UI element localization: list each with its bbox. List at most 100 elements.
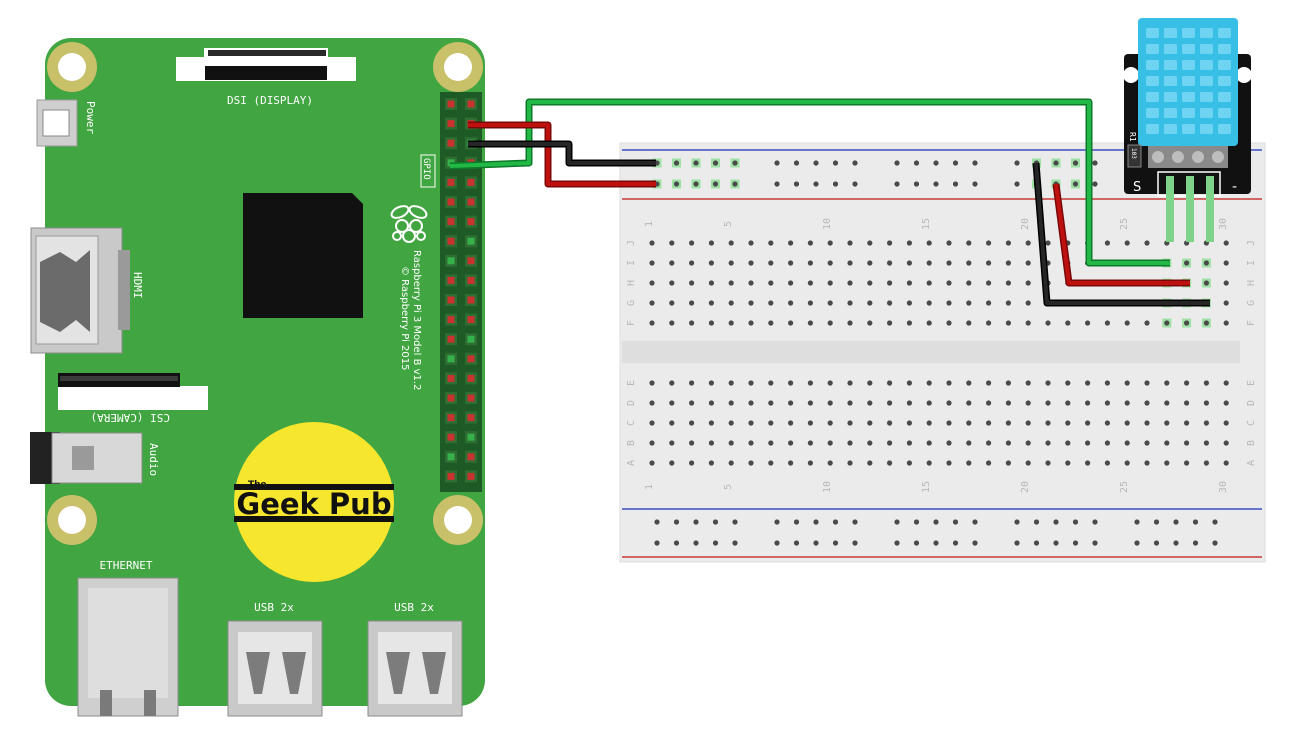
breadboard-hole (669, 440, 675, 446)
breadboard-hole (732, 519, 738, 525)
breadboard-hole (1203, 400, 1209, 406)
breadboard-hole (1005, 260, 1012, 266)
breadboard-hole (966, 400, 972, 406)
breadboard-hole (946, 440, 952, 446)
breadboard-hole (1223, 400, 1229, 406)
breadboard-hole (669, 300, 675, 306)
breadboard-hole (966, 300, 972, 306)
breadboard-hole (728, 460, 734, 466)
breadboard-hole (847, 300, 853, 306)
breadboard-hole (693, 519, 699, 525)
breadboard-hole (1072, 540, 1079, 546)
breadboard-hole (946, 320, 952, 326)
breadboard-hole (689, 460, 695, 466)
hdmi-label: HDMI (131, 272, 144, 299)
breadboard-hole (649, 400, 655, 406)
breadboard-hole (669, 460, 675, 466)
breadboard-hole (728, 440, 734, 446)
breadboard-hole (689, 260, 695, 266)
breadboard-hole (1124, 380, 1130, 386)
breadboard-hole (952, 540, 959, 546)
breadboard-hole (1092, 160, 1098, 166)
breadboard-hole (807, 420, 814, 426)
breadboard-hole (748, 440, 754, 446)
breadboard-hole (649, 280, 655, 286)
breadboard-hole (913, 540, 920, 546)
breadboard-hole (926, 300, 932, 306)
breadboard-hole (832, 540, 839, 546)
breadboard-hole (1033, 519, 1040, 525)
breadboard-hole (1164, 380, 1170, 386)
breadboard-hole (672, 158, 681, 168)
gpio-pin (445, 372, 457, 385)
breadboard-hole (946, 460, 952, 466)
gpio-pin (465, 176, 477, 189)
breadboard-hole (926, 280, 932, 286)
breadboard-hole (852, 160, 858, 166)
signal-pin-label: S (1133, 180, 1141, 195)
gpio-pin (465, 450, 477, 463)
breadboard-hole (1104, 440, 1110, 446)
row-letter-label: D (1246, 400, 1257, 406)
breadboard-hole (966, 460, 972, 466)
breadboard-hole (946, 400, 952, 406)
breadboard-hole (1025, 460, 1031, 466)
breadboard-hole (972, 519, 978, 525)
breadboard-hole (1005, 320, 1012, 326)
mounting-hole (433, 42, 483, 92)
breadboard-hole (654, 519, 660, 525)
breadboard-hole (708, 320, 715, 326)
breadboard-hole (1025, 440, 1031, 446)
breadboard-hole (1092, 540, 1098, 546)
breadboard-hole (1072, 519, 1079, 525)
breadboard-hole (669, 280, 675, 286)
breadboard-hole (1053, 519, 1059, 525)
breadboard-hole (906, 300, 913, 306)
breadboard-hole (728, 420, 734, 426)
breadboard-hole (748, 400, 754, 406)
breadboard-hole (1025, 400, 1031, 406)
sensor-vent-slot (1146, 44, 1159, 54)
gpio-pin (465, 352, 477, 365)
breadboard-hole (1164, 440, 1170, 446)
breadboard-hole (649, 440, 655, 446)
breadboard-hole (1173, 540, 1179, 546)
sensor-vent-slot (1200, 92, 1213, 102)
breadboard-hole (1223, 260, 1229, 266)
breadboard-hole (788, 320, 794, 326)
breadboard-hole (1065, 400, 1071, 406)
gpio-pin (445, 117, 457, 130)
breadboard-hole (1005, 300, 1012, 306)
breadboard-hole (926, 460, 932, 466)
column-number-label: 1 (644, 221, 655, 227)
breadboard-hole (748, 460, 754, 466)
gpio-pin (465, 235, 477, 248)
breadboard-hole (966, 280, 972, 286)
breadboard-hole (867, 440, 873, 446)
breadboard-hole (933, 540, 939, 546)
breadboard-hole (1144, 380, 1150, 386)
row-letter-label: A (626, 460, 637, 466)
breadboard-hole (906, 440, 913, 446)
column-number-label: 30 (1218, 218, 1229, 230)
gpio-pin (445, 352, 457, 365)
breadboard-hole (852, 519, 858, 525)
sensor-vent-slot (1164, 92, 1177, 102)
breadboard-hole (887, 420, 893, 426)
breadboard-hole (1134, 519, 1140, 525)
breadboard-hole (1085, 460, 1091, 466)
breadboard-hole (1104, 380, 1110, 386)
breadboard-hole (1124, 440, 1130, 446)
breadboard-hole (1134, 540, 1140, 546)
gpio-pin (445, 215, 457, 228)
breadboard-hole (788, 300, 794, 306)
column-number-label: 30 (1218, 481, 1229, 493)
breadboard-hole (1144, 240, 1150, 246)
breadboard-hole (807, 300, 814, 306)
breadboard-hole (887, 460, 893, 466)
usb-label-1: USB 2x (254, 601, 294, 614)
breadboard-hole (708, 460, 715, 466)
breadboard-hole (933, 160, 939, 166)
breadboard-hole (972, 160, 978, 166)
breadboard-hole (933, 181, 939, 187)
